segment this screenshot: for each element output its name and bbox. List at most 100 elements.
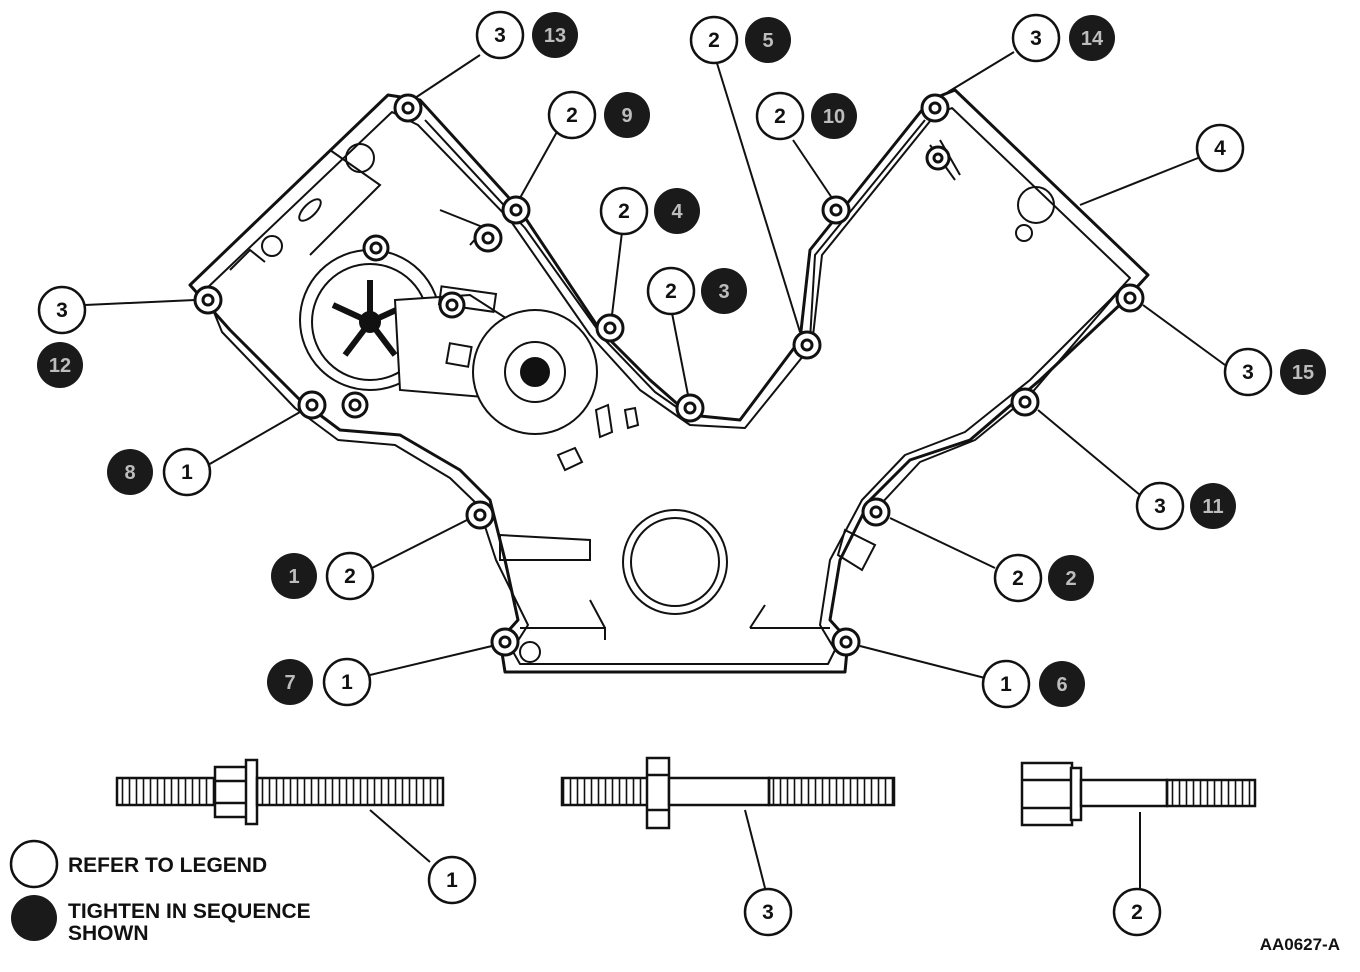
cover-outline <box>188 88 1150 674</box>
left-boss-small <box>261 235 283 257</box>
ref-number: 2 <box>774 105 786 128</box>
right-lower-rail <box>879 289 1121 506</box>
ref-circle <box>322 657 372 707</box>
callout-13: 1 2 <box>271 551 375 601</box>
seq-circle <box>604 92 650 138</box>
seq-number: 5 <box>762 30 773 52</box>
cover-details <box>229 139 1055 663</box>
ref-circle <box>981 659 1031 709</box>
crank-seal-inner <box>630 517 720 607</box>
seq-number: 4 <box>671 201 683 223</box>
legend-refer-label: REFER TO LEGEND <box>68 854 267 877</box>
ref-number: 3 <box>1030 27 1042 50</box>
seq-circle <box>1190 483 1236 529</box>
seq-number: 1 <box>288 566 299 588</box>
water-pump-assembly <box>299 249 598 435</box>
ref-circle <box>1195 123 1245 173</box>
callout-1: 3 13 <box>475 10 578 60</box>
seq-circle <box>1280 349 1326 395</box>
ref-number: 3 <box>56 299 68 322</box>
ref-circle <box>993 553 1043 603</box>
ref-circle <box>599 186 649 236</box>
seq-circle <box>811 93 857 139</box>
bolt-thread <box>1165 778 1257 808</box>
fastener-2-ref-circle <box>1112 887 1162 937</box>
callout-8: 4 <box>1195 123 1245 173</box>
seq-circle <box>654 188 700 234</box>
callout-4: 2 3 <box>646 266 747 316</box>
ref-number: 2 <box>618 200 630 223</box>
callout-5: 2 5 <box>689 15 791 65</box>
seq-number: 13 <box>544 25 566 47</box>
callout-2: 2 9 <box>547 90 650 140</box>
callout-7: 3 14 <box>1011 13 1115 63</box>
legend-sequence-label-2: SHOWN <box>68 922 149 945</box>
crank-seal-outer <box>622 509 728 615</box>
legend-sequence-circle <box>11 895 57 941</box>
seq-circle <box>271 553 317 599</box>
cover-flange <box>204 107 1131 665</box>
seq-number: 10 <box>823 106 845 128</box>
bottom-left-dowel <box>519 641 541 663</box>
left-slot-hole <box>298 198 322 222</box>
ref-circle <box>162 447 212 497</box>
ref-circle <box>1223 347 1273 397</box>
tensioner-pulley-inner <box>504 341 566 403</box>
fastener-2-ref: 2 <box>1131 901 1143 924</box>
stud-shank <box>667 776 771 807</box>
bolt-holes <box>193 93 1145 657</box>
tensioner-tab <box>437 285 498 313</box>
ref-number: 2 <box>665 280 677 303</box>
seq-circle <box>1069 15 1115 61</box>
callout-6: 2 10 <box>755 91 857 141</box>
ref-circle <box>646 266 696 316</box>
pump-spokes <box>331 280 409 357</box>
seq-number: 6 <box>1056 674 1067 696</box>
seq-circle <box>701 268 747 314</box>
bolt-shank <box>1079 778 1169 808</box>
right-rail <box>809 119 926 341</box>
seq-number: 3 <box>718 281 729 303</box>
ref-number: 1 <box>181 461 193 484</box>
callout-11: 8 1 <box>107 447 212 497</box>
ref-number: 2 <box>708 29 720 52</box>
seq-circle <box>532 12 578 58</box>
ref-number: 4 <box>1214 137 1226 160</box>
tensioner-block <box>445 342 473 368</box>
ref-number: 1 <box>341 671 353 694</box>
ref-circle <box>475 10 525 60</box>
figure-id: AA0627-A <box>1260 935 1340 954</box>
ref-number: 1 <box>1000 673 1012 696</box>
ref-circle <box>325 551 375 601</box>
callout-14: 2 2 <box>993 553 1094 603</box>
left-tab <box>229 248 266 271</box>
ref-number: 3 <box>494 24 506 47</box>
ref-number: 2 <box>344 565 356 588</box>
bottom-right-pocket <box>749 604 830 629</box>
bottom-left-pocket <box>520 599 606 640</box>
seq-circle <box>37 342 83 388</box>
legend: REFER TO LEGEND TIGHTEN IN SEQUENCE SHOW… <box>9 839 311 945</box>
seq-number: 9 <box>621 105 632 127</box>
ref-number: 3 <box>1242 361 1254 384</box>
seq-number: 7 <box>284 672 295 694</box>
seq-circle <box>107 449 153 495</box>
fastener-3-stud-bolt: 3 <box>560 756 896 937</box>
seq-circle <box>1048 555 1094 601</box>
ref-circle <box>1011 13 1061 63</box>
leader-lines <box>84 51 1226 679</box>
seq-number: 11 <box>1202 496 1223 518</box>
ref-circle <box>755 91 805 141</box>
seq-number: 12 <box>49 355 71 377</box>
fastener-2-bolt: 2 <box>1020 761 1257 937</box>
stud-left-thread <box>560 776 650 807</box>
left-boss <box>345 143 375 173</box>
ref-number: 2 <box>1012 567 1024 590</box>
fastener-1-ref-circle <box>427 855 477 905</box>
ref-number: 3 <box>1154 495 1166 518</box>
tensioner-pulley-hub <box>520 357 550 387</box>
seq-number: 15 <box>1292 362 1314 384</box>
ref-number: 2 <box>566 104 578 127</box>
ref-circle <box>1135 481 1185 531</box>
